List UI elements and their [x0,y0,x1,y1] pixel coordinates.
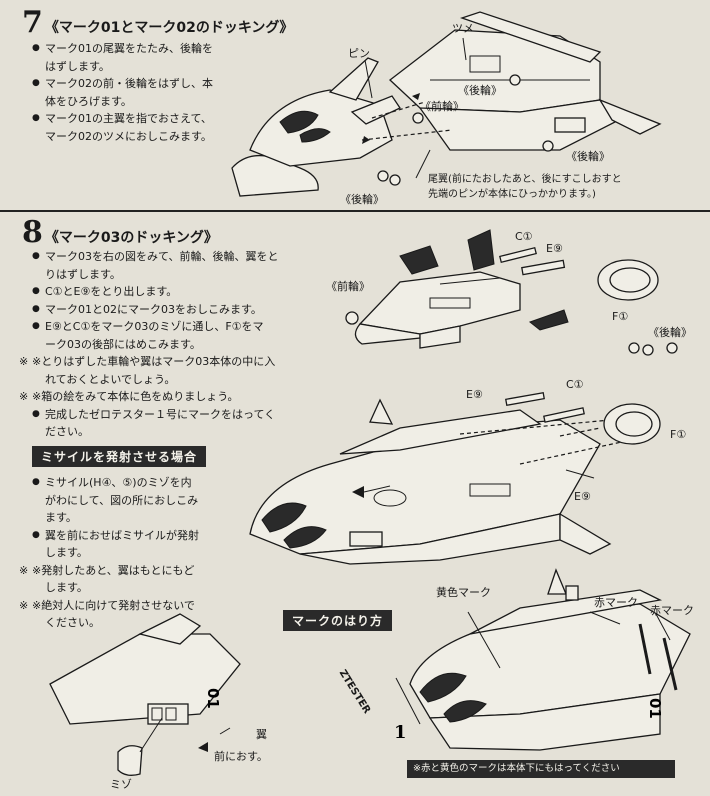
label-f1: F① [670,428,687,441]
step-text: C①とE⑨をとり出します。 [32,283,322,301]
label-rear-wheel: 《後輪》 [566,150,610,163]
step-text: ーク03の後部にはめこみます。 [45,337,201,351]
label-e9: E⑨ [466,388,483,401]
marks-banner: マークのはり方 [283,610,393,631]
section-7-title: 《マーク01とマーク02のドッキング》 [44,20,294,36]
label-red-mark: 赤マーク [594,596,638,609]
note-text: ください。 [45,616,100,629]
missile-steps: ミサイル(H④、⑤)のミゾを内 がわにして、図の所におしこみ ます。 翼を前にお… [19,474,232,632]
label-groove: ミゾ [110,778,132,791]
step-text: はずします。 [45,59,110,73]
step-text: ます。 [45,511,77,524]
section-7: 7 《マーク01とマーク02のドッキング》 マーク01の尾翼をたたみ、後輪を は… [0,0,710,212]
step-text: マーク01と02にマーク03をおしこみます。 [32,301,322,319]
marks-footnote: ※赤と黄色のマークは本体下にもはってください [407,760,675,778]
section-8-heading: 8 《マーク03のドッキング》 [22,218,218,248]
label-rear-wheel: 《後輪》 [648,326,692,339]
step-text: がわにして、図の所におしこみ [45,493,199,507]
decal-01-text: 01 [646,698,664,719]
step-text: マーク01の主翼を指でおさえて、 [32,110,252,128]
step-text: マーク01の尾翼をたたみ、後輪を [32,40,252,58]
note-text: ※箱の絵をみて本体に色をぬりましょう。 [19,388,322,406]
label-f1: F① [612,310,629,323]
section-7-number: 7 [22,5,43,40]
note-text: します。 [45,581,88,594]
label-yellow-mark: 黄色マーク [436,586,491,599]
label-e9: E⑨ [546,242,563,255]
step-text: 完成したゼロテスター１号にマークをはってく [32,406,322,424]
decal-01-text: 01 [204,688,222,709]
label-front-wheel: 《前輪》 [326,280,370,293]
label-pin: ピン [348,47,370,60]
label-rear-wheel: 《後輪》 [340,193,384,206]
note-text: ※絶対人に向けて発射させないで [19,597,232,615]
step-text: マーク02の前・後輪をはずし、本 [32,75,252,93]
step-text: します。 [45,546,88,559]
tail-caption-line: 先端のピンが本体にひっかかります。) [428,189,596,200]
section-7-heading: 7 《マーク01とマーク02のドッキング》 [22,8,293,38]
label-rear-wheel: 《後輪》 [458,84,502,97]
missile-banner: ミサイルを発射させる場合 [32,446,207,467]
label-e9: E⑨ [574,490,591,503]
label-c1: C① [566,378,584,391]
label-wing: 翼 [256,728,267,741]
decal-1-text: 1 [394,722,407,743]
note-text: れておくとよいでしょう。 [45,372,176,386]
note-text: ※発射したあと、翼はもとにもど [19,562,232,580]
label-tsume: ツメ [452,22,474,35]
step-text: マーク02のツメにおしこみます。 [45,129,212,143]
label-c1: C① [515,230,533,243]
tail-caption-line: 尾翼(前にたおしたあと、後にすこしおすと [428,174,622,185]
step-text: 体をひろげます。 [45,94,132,108]
docking-diagram-8: 01 01 1 [49,229,691,776]
step-text: ミサイル(H④、⑤)のミゾを内 [32,474,232,492]
note-text: ※とりはずした車輪や翼はマーク03本体の中に入 [19,353,322,371]
label-red-mark: 赤マーク [650,604,694,617]
docking-diagram-7 [231,11,662,197]
step-text: 翼を前におせばミサイルが発射 [32,527,232,545]
step-text: E⑨とC①をマーク03のミゾに通し、F①をマ [32,318,322,336]
tail-caption: 尾翼(前にたおしたあと、後にすこしおすと 先端のピンが本体にひっかかります。) [428,172,704,202]
section-8: 8 《マーク03のドッキング》 マーク03を右の図をみて、前輪、後輪、翼をと り… [0,214,710,796]
section-8-steps: マーク03を右の図をみて、前輪、後輪、翼をと りはずします。 C①とE⑨をとり出… [19,248,322,441]
step-text: りはずします。 [45,267,121,281]
section-7-steps: マーク01の尾翼をたたみ、後輪を はずします。 マーク02の前・後輪をはずし、本… [32,40,252,145]
section-8-number: 8 [22,215,43,250]
section-8-title: 《マーク03のドッキング》 [44,230,218,246]
label-front-wheel: 《前輪》 [420,100,464,113]
step-text: ださい。 [45,425,89,438]
label-push-forward: 前におす。 [214,750,268,763]
step-text: マーク03を右の図をみて、前輪、後輪、翼をと [32,248,322,266]
